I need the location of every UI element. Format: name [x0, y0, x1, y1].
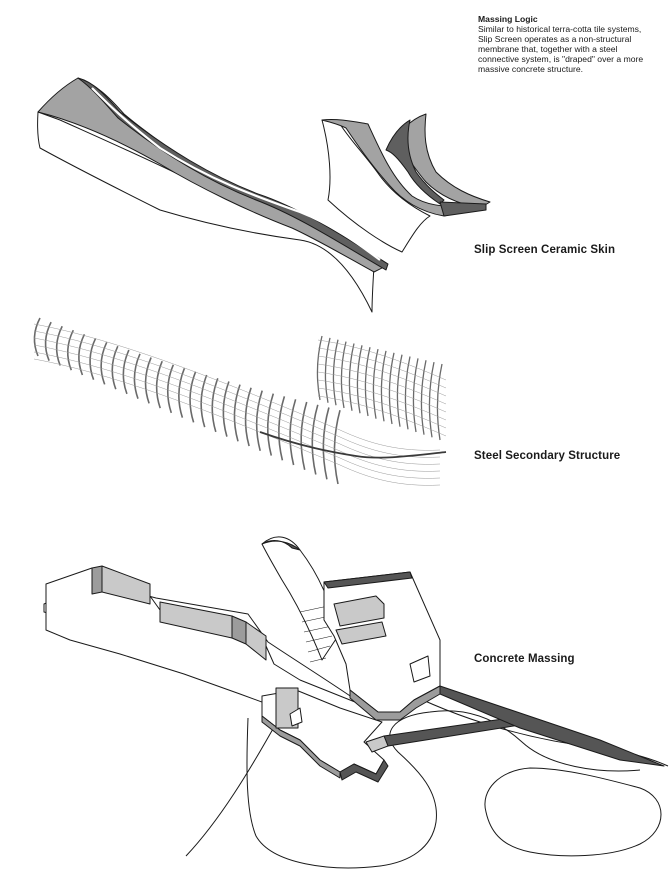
steel-purlin: [317, 371, 447, 413]
steel-rib: [340, 341, 347, 409]
massing-logic-note: Massing Logic Similar to historical terr…: [478, 14, 658, 74]
bridge-stair: [365, 735, 389, 753]
steel-rib: [78, 333, 86, 376]
skin-short-tail: [439, 201, 487, 217]
steel-rib: [324, 337, 331, 403]
steel-rib: [428, 361, 435, 438]
steel-rib: [211, 378, 219, 433]
steel-rib: [404, 356, 411, 430]
site-contour-inner: [484, 767, 662, 857]
steel-rib: [89, 337, 97, 380]
ceramic-skin-label: Slip Screen Ceramic Skin: [474, 244, 616, 256]
steel-rib: [322, 407, 330, 480]
note-title: Massing Logic: [478, 14, 538, 24]
steel-purlin: [317, 355, 447, 397]
right-block-parapet: [323, 571, 413, 589]
main-slab-prow: [339, 759, 389, 783]
steel-rib: [233, 384, 241, 442]
steel-rib: [356, 345, 363, 414]
steel-rib: [332, 339, 339, 406]
site-edge-line: [185, 719, 279, 857]
ceramic-skin-drawing: [37, 77, 491, 313]
steel-rib: [289, 399, 297, 466]
steel-rib: [316, 335, 323, 401]
steel-ridge-beam: [259, 431, 447, 459]
steel-rib: [278, 396, 286, 461]
steel-rib: [244, 387, 252, 447]
steel-rib: [333, 409, 341, 485]
steel-rib: [33, 317, 41, 357]
steel-rib: [144, 357, 152, 404]
steel-rib: [388, 352, 395, 425]
shell-ribs: [299, 605, 333, 663]
upper-wall-a: [91, 565, 103, 595]
steel-rib: [178, 368, 186, 418]
steel-purlin: [317, 395, 447, 437]
tower-window: [289, 707, 303, 727]
upper-wall-e: [245, 621, 267, 661]
steel-purlin: [33, 323, 441, 451]
steel-rib: [67, 329, 75, 371]
steel-rib: [167, 364, 175, 414]
steel-rib: [396, 354, 403, 427]
concrete-massing-drawing: [43, 536, 669, 869]
steel-purlin: [33, 337, 441, 465]
steel-rib: [100, 341, 108, 385]
steel-purlin: [33, 358, 441, 486]
curved-shell: [261, 536, 339, 661]
note-body: Similar to historical terra-cotta tile s…: [478, 24, 644, 74]
skin-long-ridge: [77, 77, 389, 271]
site-contour-outer: [246, 710, 641, 869]
steel-rib: [55, 325, 63, 366]
steel-purlin: [317, 339, 447, 381]
skin-short-fold-edge: [385, 119, 445, 205]
steel-rib: [300, 401, 308, 470]
right-block-notch: [409, 655, 431, 683]
steel-purlin: [33, 344, 441, 472]
steel-rib: [364, 347, 371, 417]
right-block-slope: [439, 685, 665, 767]
steel-purlin: [317, 387, 447, 429]
main-slab-side: [261, 715, 341, 779]
steel-structure-label: Steel Secondary Structure: [474, 450, 621, 462]
steel-purlin: [33, 351, 441, 479]
steel-purlin: [317, 363, 447, 405]
steel-rib: [412, 358, 419, 433]
steel-rib: [420, 360, 427, 435]
steel-rib: [189, 371, 197, 423]
steel-rib: [155, 360, 163, 409]
skin-short-face: [321, 119, 431, 253]
steel-structure-drawing: [33, 317, 447, 486]
steel-rib: [255, 390, 263, 452]
right-block-wall-2: [335, 621, 387, 645]
steel-purlin: [317, 379, 447, 421]
steel-rib: [348, 343, 355, 411]
steel-rib: [222, 381, 230, 437]
steel-purlin: [33, 330, 441, 458]
upper-wall-b: [101, 565, 151, 605]
steel-rib: [200, 374, 208, 428]
steel-rib: [44, 321, 52, 362]
curved-shell-edge: [261, 540, 301, 551]
concrete-massing-label: Concrete Massing: [474, 653, 575, 665]
steel-rib: [122, 349, 130, 395]
steel-rib: [111, 345, 119, 390]
steel-rib: [372, 348, 379, 419]
steel-rib: [133, 353, 141, 399]
skin-short-fold: [393, 113, 491, 209]
skin-long-reveal: [91, 87, 381, 261]
skin-long-face: [37, 111, 375, 313]
steel-rib: [267, 393, 275, 456]
steel-rib: [380, 350, 387, 422]
right-block-wall-1: [333, 595, 385, 627]
steel-purlin: [317, 347, 447, 389]
